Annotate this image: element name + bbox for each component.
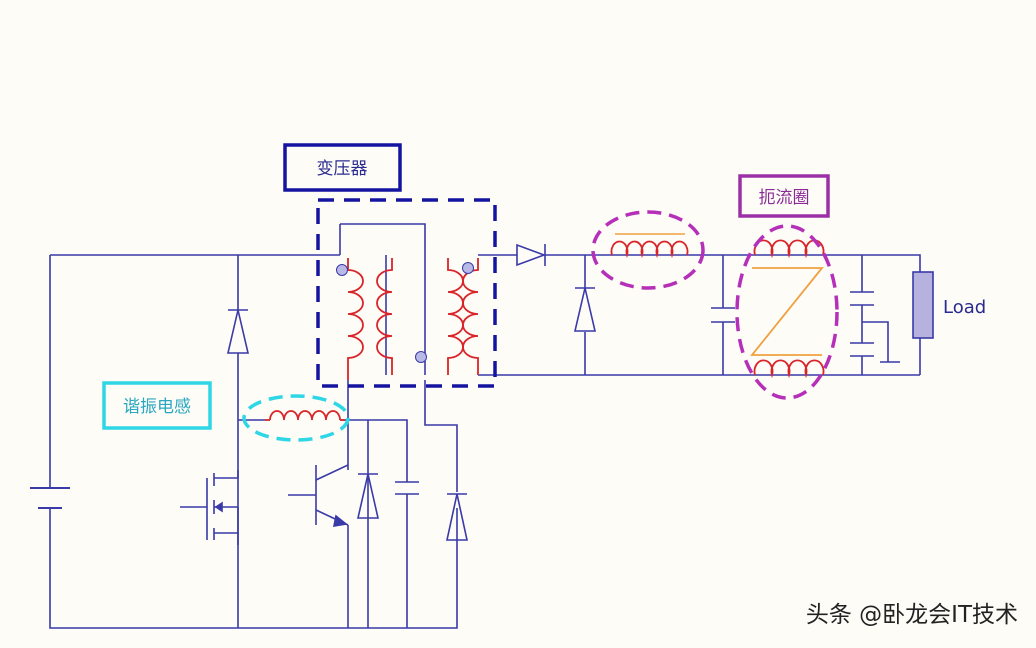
- svg-text:扼流圈: 扼流圈: [759, 188, 810, 208]
- transformer-label: 变压器: [283, 143, 402, 192]
- battery-icon: [30, 487, 70, 509]
- inductor-icon: [610, 233, 689, 259]
- diode-icon: [356, 473, 380, 519]
- diode-icon: [446, 493, 468, 541]
- transformer-icon: [336, 255, 479, 380]
- capacitor-icon: [395, 481, 419, 495]
- bjt-icon: [288, 464, 349, 527]
- output-inductor-highlight: [591, 210, 705, 290]
- choke-icon: [750, 239, 825, 379]
- inductor-icon: [265, 410, 345, 421]
- polarity-dot-icon: [462, 262, 474, 274]
- choke-highlight: [735, 224, 839, 400]
- capacitor-icon: [850, 342, 874, 357]
- polarity-dot-icon: [415, 351, 427, 363]
- svg-text:谐振电感: 谐振电感: [123, 397, 191, 417]
- choke-label: 扼流圈: [738, 174, 830, 218]
- load-label: Load: [943, 297, 986, 318]
- polarity-dot-icon: [336, 264, 348, 276]
- capacitor-icon: [850, 291, 874, 306]
- diode-icon: [516, 243, 547, 267]
- watermark: 头条 @卧龙会IT技术: [806, 602, 1018, 628]
- mosfet-icon: [180, 470, 239, 545]
- transformer-highlight: [316, 198, 497, 388]
- resonant-inductor-label: 谐振电感: [102, 381, 212, 430]
- diode-icon: [573, 287, 597, 332]
- svg-text:变压器: 变压器: [317, 159, 368, 179]
- resonant-inductor-highlight: [242, 394, 350, 442]
- resistor-icon: [912, 271, 934, 339]
- capacitor-icon: [711, 307, 735, 323]
- diode-icon: [226, 309, 250, 355]
